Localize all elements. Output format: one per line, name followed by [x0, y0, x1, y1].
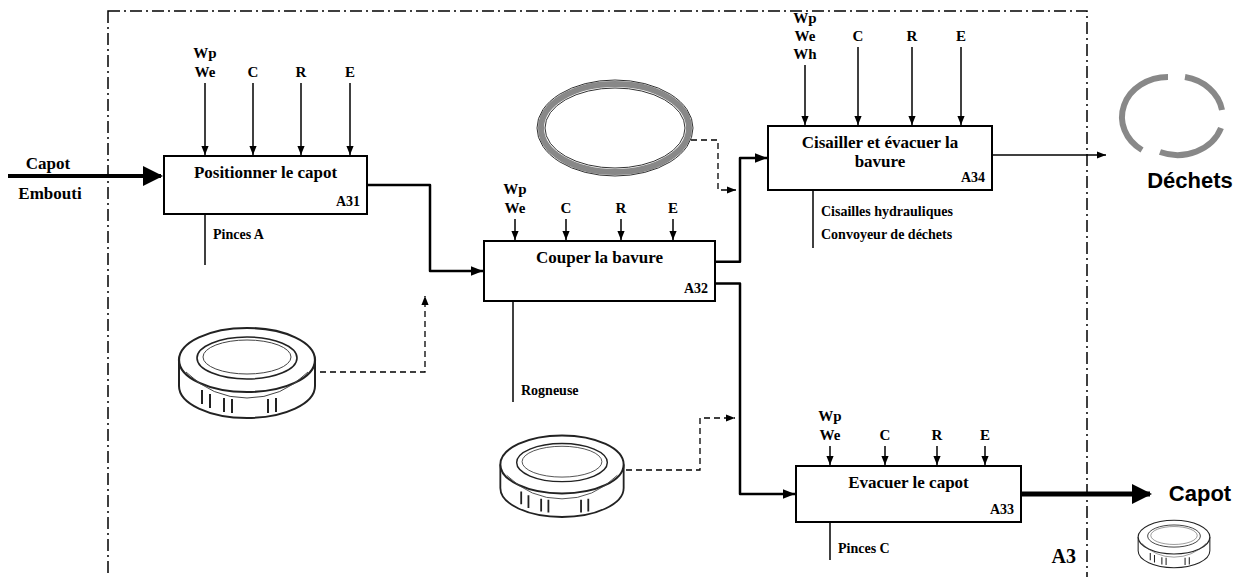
activity-title: Positionner le capot [165, 157, 366, 182]
ring-illustration [537, 80, 693, 176]
waste-illustration [1122, 77, 1168, 150]
output-label: Capot [1169, 481, 1231, 507]
control-label: R [296, 64, 307, 81]
capot-illustration [1138, 520, 1210, 567]
flow-connector [716, 158, 767, 262]
mechanism-label: Pinces A [213, 226, 264, 243]
waste-illustration [1185, 77, 1222, 110]
control-arrows [857, 47, 859, 125]
activity-title: Couper la bavure [485, 242, 714, 267]
control-arrows [884, 446, 886, 465]
control-arrows [672, 219, 674, 240]
flow-arrows [1022, 492, 1150, 497]
control-arrows [936, 446, 938, 465]
dashed-links [626, 418, 735, 470]
control-label: R [616, 200, 627, 217]
dashed-links [691, 140, 736, 190]
diagram-number: A3 [1052, 545, 1076, 568]
activity-number: A31 [336, 194, 360, 210]
flow-connector [368, 185, 483, 271]
flow-arrows [993, 154, 1106, 156]
waste-illustration [1122, 77, 1222, 155]
control-label: R [932, 427, 943, 444]
control-arrows [349, 83, 351, 155]
control-label: Wp [503, 181, 526, 198]
control-arrows [804, 65, 806, 125]
control-label: C [561, 200, 572, 217]
mechanism-label: Pinces C [838, 540, 890, 557]
activity-title: Cisailler et évacuer la bavure [769, 127, 991, 171]
control-arrows [960, 47, 962, 125]
activity-box: Couper la bavureA32 [483, 240, 716, 302]
control-label: E [956, 28, 966, 45]
control-label: We [820, 427, 841, 444]
ring-illustration [537, 80, 693, 176]
control-arrows [911, 47, 913, 125]
control-arrows [829, 446, 831, 465]
control-arrows [514, 219, 516, 240]
capot-illustration [179, 328, 315, 418]
mechanism-label: Rogneuse [521, 382, 579, 399]
control-label: E [668, 200, 678, 217]
control-label: C [248, 64, 259, 81]
control-arrows [252, 83, 254, 155]
control-arrows [205, 47, 985, 465]
activity-number: A34 [961, 170, 985, 186]
waste-illustration [1160, 128, 1221, 155]
activity-box: Positionner le capotA31 [163, 155, 368, 215]
activity-box: Cisailler et évacuer la bavureA34 [767, 125, 993, 191]
input-label: Capot [26, 154, 70, 173]
activity-number: A33 [990, 502, 1014, 518]
control-label: Wp [193, 45, 216, 62]
control-arrows [984, 446, 986, 465]
flow-arrows [8, 174, 161, 178]
control-arrows [204, 83, 206, 155]
ring-illustration [541, 84, 689, 172]
mechanism-label: Convoyeur de déchets [821, 226, 952, 243]
control-label: Wp [818, 408, 841, 425]
dashed-links [320, 296, 425, 372]
control-label: E [980, 427, 990, 444]
capot-illustration [500, 435, 623, 517]
control-arrows [620, 219, 622, 240]
control-label: Wh [793, 46, 816, 63]
control-arrows [300, 83, 302, 155]
control-label: We [195, 64, 216, 81]
flow-connector [716, 283, 795, 494]
mechanism-label: Cisailles hydrauliques [821, 203, 953, 220]
activity-box: Evacuer le capotA33 [795, 465, 1022, 523]
input-label: Embouti [18, 184, 81, 203]
capot-illustration [179, 328, 1210, 568]
output-label: Déchets [1147, 168, 1233, 194]
control-label: Wp [793, 10, 816, 27]
control-label: R [907, 28, 918, 45]
control-label: E [345, 64, 355, 81]
control-label: We [505, 200, 526, 217]
activity-number: A32 [684, 281, 708, 297]
frame-outline [108, 11, 1087, 577]
ring-illustration [545, 88, 685, 168]
control-label: C [880, 427, 891, 444]
control-label: We [795, 28, 816, 45]
dashed-links [320, 140, 736, 470]
activity-title: Evacuer le capot [797, 467, 1020, 492]
control-label: C [853, 28, 864, 45]
control-arrows [565, 219, 567, 240]
context-frame: A3 Positionner le capotA31Couper la bavur… [107, 10, 1088, 577]
